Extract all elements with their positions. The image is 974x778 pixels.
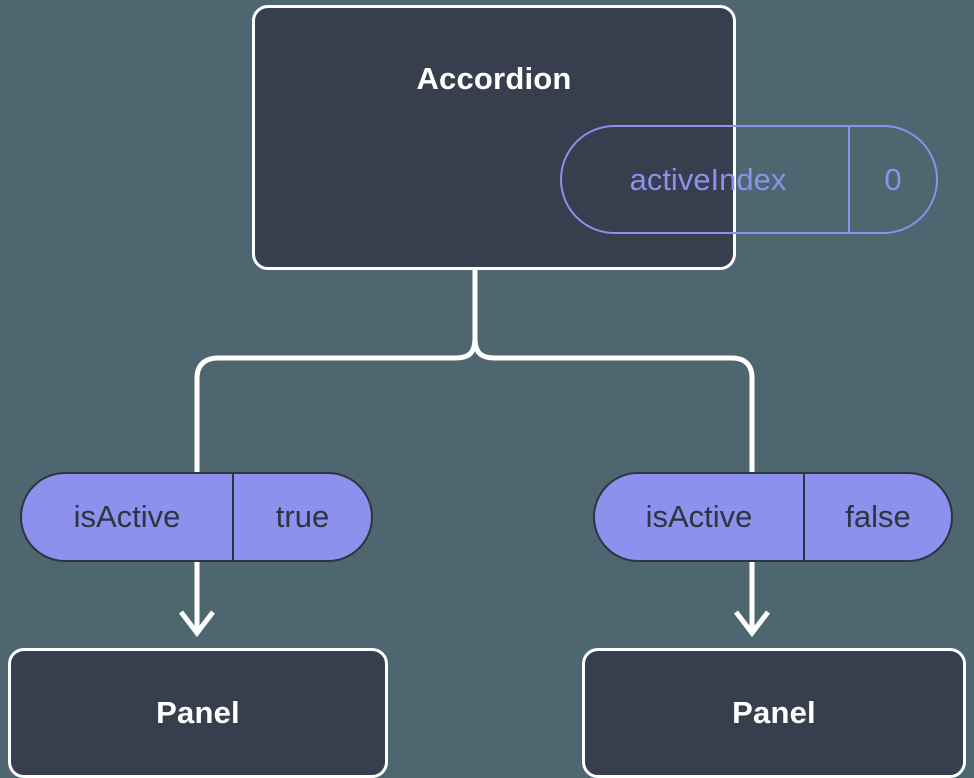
prop-pill-is-active-false-value: false — [803, 474, 951, 560]
left-arrow-head-icon — [179, 610, 215, 638]
prop-pill-is-active-false-key: isActive — [645, 499, 753, 534]
prop-pill-is-active-true[interactable]: isActive true — [20, 472, 373, 562]
accordion-node[interactable]: Accordion activeIndex 0 — [252, 5, 938, 270]
accordion-node-label: Accordion — [416, 61, 572, 96]
panel-node-left[interactable]: Panel — [8, 648, 388, 778]
state-pill-active-index-value: 0 — [848, 127, 936, 232]
panel-node-right[interactable]: Panel — [582, 648, 966, 778]
branch-split-connector — [472, 337, 755, 472]
branch-split-connector-left — [194, 337, 478, 472]
prop-pill-is-active-true-key: isActive — [73, 499, 181, 534]
state-pill-active-index-key: activeIndex — [629, 161, 787, 197]
panel-node-right-label: Panel — [732, 695, 816, 730]
prop-pill-is-active-false[interactable]: isActive false — [593, 472, 953, 562]
right-arrow-head-icon — [734, 610, 770, 638]
state-pill-active-index[interactable]: activeIndex 0 — [560, 125, 938, 234]
panel-node-left-label: Panel — [156, 695, 240, 730]
prop-pill-is-active-true-value: true — [232, 474, 371, 560]
